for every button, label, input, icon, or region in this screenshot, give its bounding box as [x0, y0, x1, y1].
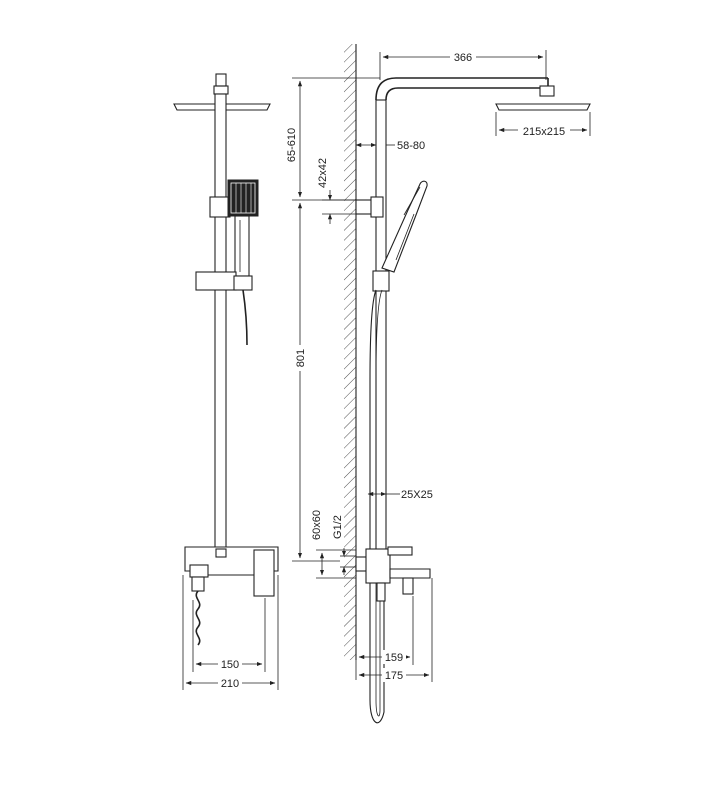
label-366: 366 [454, 52, 472, 64]
label-175: 175 [385, 670, 403, 682]
label-60x60: 60x60 [311, 510, 323, 540]
front-vertical-tube [214, 93, 227, 550]
label-801: 801 [295, 349, 307, 367]
front-mixer-lever [253, 549, 275, 597]
front-head-swivel [213, 85, 229, 95]
front-slider [195, 271, 237, 291]
side-spout [389, 568, 431, 579]
side-diverter [402, 577, 414, 595]
side-slider [372, 270, 390, 292]
front-hand-shower-handle [234, 215, 250, 277]
wall-hatch [344, 44, 356, 660]
label-25x25: 25X25 [401, 489, 433, 501]
label-215x215: 215x215 [523, 126, 565, 138]
front-view [173, 73, 279, 690]
label-42x42: 42x42 [317, 158, 329, 188]
front-hand-shower-head [227, 179, 259, 217]
side-head-connector [539, 85, 555, 97]
side-mixer-body [365, 548, 391, 584]
front-hose [242, 289, 248, 346]
label-150: 150 [221, 659, 239, 671]
label-65-610: 65-610 [286, 128, 298, 162]
label-g1-2: G1/2 [332, 515, 344, 539]
side-view [292, 44, 591, 724]
label-210: 210 [221, 678, 239, 690]
front-lower-hose [195, 590, 201, 646]
side-hose-outer [369, 289, 385, 724]
side-arm-inner [385, 87, 548, 101]
side-hose-connector [376, 582, 386, 602]
dimension-labels: 366 215x215 58-80 65-610 42x42 801 25X25… [218, 50, 570, 690]
front-mixer-outlet [189, 564, 209, 578]
side-arm-outer [375, 77, 548, 101]
side-hand-shower [381, 180, 428, 273]
side-mixer-lever [387, 546, 413, 556]
front-slider-clip [233, 275, 253, 291]
side-hose-inner [375, 289, 383, 717]
front-hose-nut [191, 576, 205, 592]
front-head-connector [215, 73, 227, 87]
label-58-80: 58-80 [397, 140, 425, 152]
side-rain-head [495, 103, 591, 111]
label-159: 159 [385, 652, 403, 664]
front-holder [209, 196, 231, 218]
